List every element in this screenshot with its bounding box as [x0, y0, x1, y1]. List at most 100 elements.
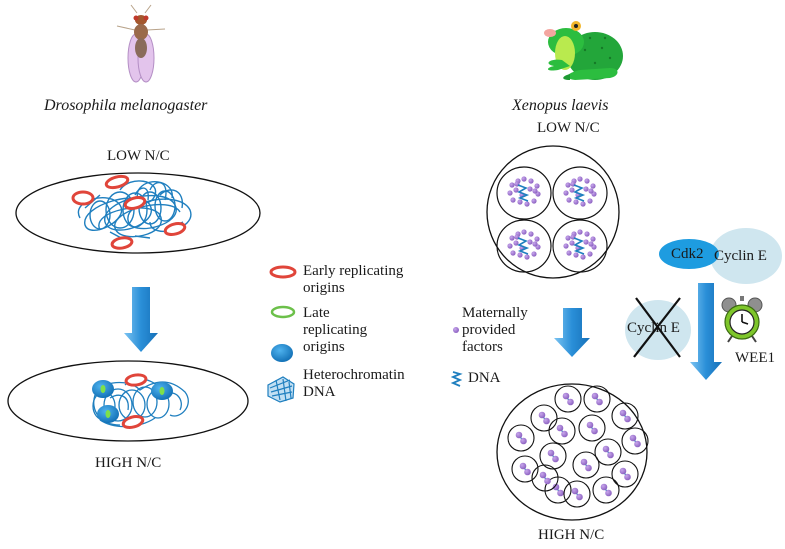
maternal-factor-dot: [531, 251, 537, 257]
blastomere-cell: [572, 451, 600, 479]
heterochromatin-origin-markers: [92, 380, 173, 423]
cyclin-e-degraded-label: Cyclin E: [627, 320, 680, 336]
maternal-factor-dot: [583, 239, 589, 245]
legend-late-line-3: origins: [303, 339, 345, 355]
maternal-factor-dot: [527, 239, 533, 245]
maternal-factor-dot: [531, 198, 537, 204]
maternal-factor-dot: [524, 468, 531, 476]
blastomere-cell: [563, 480, 591, 508]
early-origin-markers: [71, 174, 187, 250]
drosophila-high-nc-label: HIGH N/C: [95, 455, 162, 471]
xenopus-high-nc-embryo: [496, 383, 649, 521]
maternal-factor-dot: [600, 483, 608, 491]
blastomere-cell: [539, 442, 567, 470]
blastomere-cell: [496, 219, 552, 273]
maternal-factor-dot: [577, 229, 583, 235]
fruit-fly-icon: [116, 4, 166, 83]
blastomere-cell: [530, 404, 558, 432]
maternal-factor-dot: [577, 176, 583, 182]
maternal-factor-dot: [509, 182, 515, 188]
maternal-factor-dot: [566, 197, 572, 203]
blastomere-cell: [548, 417, 576, 445]
maternal-factor-dot: [590, 183, 596, 189]
maternal-factor-dot: [517, 199, 523, 205]
blastomere-cell: [594, 438, 622, 466]
maternal-factor-dot: [583, 186, 589, 192]
maternal-factor-dot: [588, 188, 594, 194]
maternal-factor-dot: [590, 236, 596, 242]
maternal-factor-dot: [562, 392, 570, 400]
heterochromatin-dna-icon: [267, 376, 295, 403]
maternal-factor-dot: [528, 178, 534, 184]
maternal-factor-dot: [619, 467, 627, 475]
dna-icon: [450, 371, 463, 387]
dna-squiggle: [517, 237, 530, 255]
maternal-factor-dot: [586, 421, 594, 429]
maternal-factor-dot: [571, 487, 579, 495]
dna-squiggle: [573, 237, 586, 255]
maternal-factor-dot: [510, 250, 516, 256]
maternal-factor-dot: [527, 186, 533, 192]
maternal-factor-dot: [624, 473, 631, 481]
maternal-factor-dot: [629, 434, 637, 442]
maternal-factor-dot: [580, 201, 586, 207]
maternal-factor-dot: [565, 235, 571, 241]
maternal-factor-dot: [507, 243, 513, 249]
maternal-factor-dot: [515, 431, 523, 439]
maternal-factor-dot: [563, 190, 569, 196]
blastomere-cell: [611, 402, 639, 430]
maternal-factor-dot: [569, 187, 575, 193]
maternal-factor-dot: [573, 199, 579, 205]
maternal-factor-dot: [565, 182, 571, 188]
maternal-factor-dot: [634, 440, 641, 448]
maternal-factor-dot: [521, 176, 527, 182]
blastomere-cell: [511, 455, 539, 483]
alarm-clock-icon: [721, 296, 763, 343]
blastomere-cell: [592, 476, 620, 504]
dna-squiggle: [517, 184, 530, 202]
legend-early-line-2: origins: [303, 280, 345, 296]
maternal-factor-dot: [619, 409, 627, 417]
maternal-factor-dot: [584, 231, 590, 237]
maternal-factor-dot: [585, 464, 592, 472]
legend-late-origins: Late replicating origins: [303, 305, 367, 356]
maternal-factor-dot: [556, 424, 564, 432]
maternal-factor-dot: [580, 458, 588, 466]
maternal-factor-dot: [538, 411, 546, 419]
legend-late-line-1: Late: [303, 305, 330, 321]
maternal-factor-dot: [605, 489, 612, 497]
cell-cycle-slowdown-arrow: [690, 283, 722, 380]
maternal-factor-dot: [534, 183, 540, 189]
maternal-factor-dot: [513, 240, 519, 246]
maternal-factor-dot: [561, 430, 568, 438]
xenopus-low-nc-embryo: [486, 145, 620, 279]
drosophila-high-nc-nucleus: [7, 360, 249, 442]
degradation-cross-icon: [633, 297, 681, 358]
maternal-factor-dot: [584, 178, 590, 184]
legend-hetero-line-2: DNA: [303, 384, 336, 400]
maternal-factor-dot: [587, 251, 593, 257]
maternal-factor-dot: [509, 235, 515, 241]
drosophila-species-label: Drosophila melanogaster: [44, 97, 208, 114]
blastomere-cell: [611, 460, 639, 488]
legend-late-line-2: replicating: [303, 322, 368, 338]
maternal-factor-dot: [547, 449, 555, 457]
maternal-factor-dot: [532, 188, 538, 194]
blastomere-cell: [552, 166, 608, 220]
maternal-factor-dot: [524, 254, 530, 260]
cyclin-e-label: Cyclin E: [714, 248, 767, 264]
maternal-factor-dot: [624, 415, 631, 423]
maternal-factor-icon: [453, 327, 459, 333]
maternal-factor-dot: [534, 236, 540, 242]
drosophila-transition-arrow: [124, 287, 158, 352]
maternal-factor-dot: [591, 427, 598, 435]
maternal-factor-dot: [573, 252, 579, 258]
wee1-label: WEE1: [735, 350, 775, 366]
drosophila-low-nc-nucleus: [15, 172, 261, 254]
legend-maternal-line-1: Maternally: [462, 305, 528, 321]
xenopus-species-label: Xenopus laevis: [512, 97, 609, 114]
blastomere-cell: [531, 464, 559, 492]
maternal-factor-dot: [567, 398, 574, 406]
heterochromatin-origin-icon: [271, 344, 293, 362]
